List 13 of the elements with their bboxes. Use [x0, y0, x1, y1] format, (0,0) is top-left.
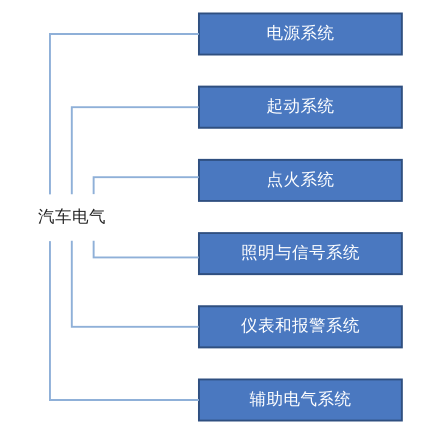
node-text: 汽车电气	[38, 207, 106, 226]
node-box: 起动系统	[198, 86, 403, 129]
connector	[49, 33, 199, 194]
connector	[70, 240, 199, 328]
node-box: 照明与信号系统	[198, 232, 403, 276]
connector	[70, 106, 199, 194]
connector	[49, 241, 199, 401]
connector	[92, 240, 199, 258]
node-box: 点火系统	[198, 158, 403, 202]
connector	[92, 176, 199, 194]
node-box: 电源系统	[198, 12, 403, 56]
node-box: 辅助电气系统	[198, 378, 403, 422]
node-box: 仪表和报警系统	[198, 305, 403, 348]
